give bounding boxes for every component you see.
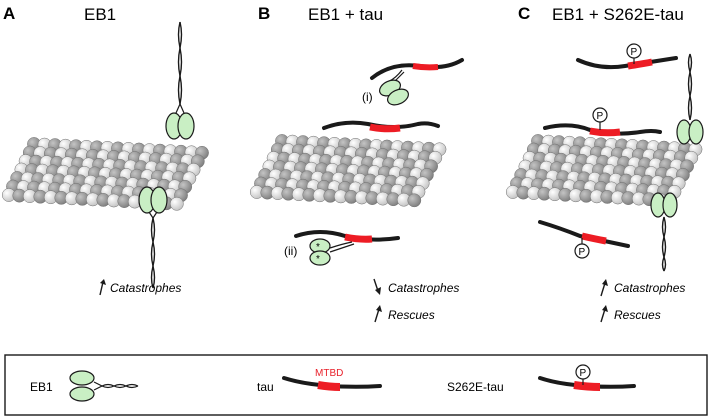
eb1-dimer-bottom [138,186,168,289]
phospho-symbol-c2: P [597,111,604,122]
phospho-tau-lattice: P [543,107,662,137]
tubulin-subunit [407,193,422,208]
tubulin-subunit [169,196,184,211]
phospho-symbol-c3: P [579,247,586,258]
legend-s262e-label: S262E-tau [447,380,504,394]
microtubule-b [249,134,447,208]
effect-b-label-1: Catastrophes [388,281,459,295]
legend-eb1-icon [69,370,139,402]
effect-b-catastrophes: Catastrophes [373,278,459,295]
label-ii: (ii) [284,244,297,258]
effect-a-label: Catastrophes [110,281,181,295]
panel-b-letter: B [258,4,270,23]
effect-b-rescues: Rescues [374,305,435,323]
phospho-symbol-c1: P [631,47,638,58]
effect-c-label-2: Rescues [614,308,661,322]
tau-complex-ii: * * [294,230,400,266]
legend-tau-label: tau [257,380,274,394]
eb1-dimer-c-bottom [650,192,678,272]
legend-tau-icon [282,376,382,391]
tau-complex-i [370,58,464,106]
legend-mtbd-label: MTBD [315,368,343,379]
effect-a-catastrophes: Catastrophes [99,279,181,296]
effect-c-rescues: Rescues [600,305,661,323]
phospho-tau-top: P [576,43,678,70]
eb1-dimer-c-top [676,53,704,145]
legend-s262e-icon: P [538,364,636,391]
legend-eb1-label: EB1 [30,380,53,394]
svg-text:*: * [316,242,320,253]
panel-c-letter: C [518,4,530,23]
legend-box [4,354,708,416]
eb1-dimer-top [165,21,195,140]
microtubule-a [1,137,209,211]
panel-c-title: EB1 + S262E-tau [552,5,684,24]
phospho-tau-bottom: P [538,220,630,259]
effect-c-catastrophes: Catastrophes [600,279,685,297]
effect-b-label-2: Rescues [388,308,435,322]
effect-c-label-1: Catastrophes [614,281,685,295]
panel-a-title: EB1 [84,5,116,24]
panel-a-letter: A [3,4,15,23]
panel-b-title: EB1 + tau [308,5,383,24]
tau-on-lattice-b [322,120,440,133]
svg-text:*: * [316,254,320,265]
legend-phospho-symbol: P [580,368,587,379]
label-i: (i) [362,90,373,104]
